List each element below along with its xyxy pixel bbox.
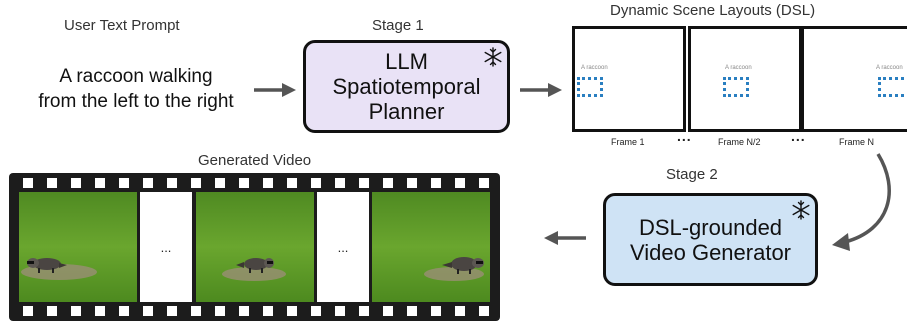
generator-line-2: Video Generator	[629, 239, 792, 265]
user-prompt-title: User Text Prompt	[64, 17, 180, 34]
raccoon-scene-image	[196, 192, 314, 302]
film-sprocket-hole	[239, 178, 249, 188]
film-sprocket-hole	[479, 178, 489, 188]
film-sprocket-hole	[191, 178, 201, 188]
dsl-frame-n-object: A raccoon	[876, 65, 903, 71]
dsl-frame-n-half: A raccoon	[688, 26, 802, 132]
film-sprocket-hole	[431, 178, 441, 188]
film-sprocket-hole	[455, 178, 465, 188]
dsl-frame-n-bbox	[878, 77, 904, 97]
user-prompt-line-1: A raccoon walking	[59, 66, 213, 87]
film-sprocket-hole	[23, 178, 33, 188]
film-sprocket-hole	[47, 306, 57, 316]
user-prompt-text: A raccoon walking from the left to the r…	[5, 64, 267, 114]
film-sprocket-hole	[311, 178, 321, 188]
snowflake-icon	[484, 47, 502, 67]
film-sprocket-hole	[263, 178, 273, 188]
film-sprocket-hole	[359, 178, 369, 188]
film-sprocket-hole	[47, 178, 57, 188]
film-sprocket-hole	[95, 306, 105, 316]
film-sprocket-hole	[335, 306, 345, 316]
planner-line-1: LLM	[385, 49, 428, 74]
film-sprocket-hole	[71, 306, 81, 316]
film-sprocket-hole	[167, 306, 177, 316]
dsl-frame-n-half-label: Frame N/2	[718, 137, 761, 147]
llm-planner-box: LLM Spatiotemporal Planner	[303, 40, 510, 133]
film-sprocket-hole	[95, 178, 105, 188]
arrow-dsl-to-generator	[832, 153, 891, 251]
video-ellipsis-2: ...	[317, 192, 369, 302]
video-frame-n	[372, 192, 490, 302]
llm-planner-label: LLM Spatiotemporal Planner	[333, 49, 481, 124]
generated-video-title: Generated Video	[198, 152, 312, 169]
dsl-ellipsis-1: ...	[677, 128, 692, 144]
film-sprocket-hole	[335, 178, 345, 188]
film-sprocket-hole	[191, 306, 201, 316]
dsl-frame-1: A raccoon	[572, 26, 686, 132]
film-sprocket-hole	[71, 178, 81, 188]
raccoon-scene-image	[372, 192, 490, 302]
film-sprocket-hole	[167, 178, 177, 188]
snowflake-icon	[792, 200, 810, 220]
film-sprocket-hole	[431, 306, 441, 316]
film-sprocket-hole	[263, 306, 273, 316]
film-sprocket-hole	[143, 178, 153, 188]
stage1-title: Stage 1	[372, 17, 424, 34]
dsl-frame-n-label: Frame N	[839, 137, 875, 147]
film-sprocket-hole	[407, 306, 417, 316]
film-sprocket-hole	[359, 306, 369, 316]
dsl-ellipsis-2: ...	[791, 128, 806, 144]
film-sprocket-hole	[215, 178, 225, 188]
film-sprocket-hole	[479, 306, 489, 316]
dsl-frame-1-label: Frame 1	[611, 137, 645, 147]
arrow-planner-to-dsl	[520, 83, 562, 97]
dsl-frame-1-object: A raccoon	[581, 65, 608, 71]
film-sprocket-hole	[383, 306, 393, 316]
film-sprocket-hole	[215, 306, 225, 316]
film-sprocket-hole	[287, 178, 297, 188]
film-sprocket-hole	[455, 306, 465, 316]
film-sprocket-hole	[119, 306, 129, 316]
planner-line-2: Spatiotemporal	[332, 74, 481, 99]
dsl-title: Dynamic Scene Layouts (DSL)	[610, 2, 816, 19]
generated-video-filmstrip: ... ...	[9, 173, 500, 321]
film-sprocket-hole	[407, 178, 417, 188]
video-ellipsis-1: ...	[140, 192, 192, 302]
dsl-frame-n: A raccoon	[801, 26, 907, 132]
dsl-frame-1-bbox	[577, 77, 603, 97]
film-sprocket-hole	[143, 306, 153, 316]
stage2-title: Stage 2	[666, 166, 718, 183]
video-generator-label: DSL-grounded Video Generator	[630, 215, 791, 265]
raccoon-scene-image	[19, 192, 137, 302]
video-frame-1	[19, 192, 137, 302]
film-sprocket-hole	[287, 306, 297, 316]
dsl-frame-n-half-object: A raccoon	[725, 65, 752, 71]
video-frame-n-half	[196, 192, 314, 302]
user-prompt-line-2: from the left to the right	[38, 91, 234, 112]
film-sprocket-hole	[383, 178, 393, 188]
video-generator-box: DSL-grounded Video Generator	[603, 193, 818, 286]
generator-line-1: DSL-grounded	[638, 214, 783, 240]
film-sprocket-hole	[119, 178, 129, 188]
planner-line-3: Planner	[368, 99, 445, 124]
film-sprocket-hole	[239, 306, 249, 316]
film-sprocket-hole	[311, 306, 321, 316]
arrow-prompt-to-planner	[254, 83, 296, 97]
arrow-generator-to-video	[544, 231, 586, 245]
dsl-frame-n-half-bbox	[723, 77, 749, 97]
film-sprocket-hole	[23, 306, 33, 316]
